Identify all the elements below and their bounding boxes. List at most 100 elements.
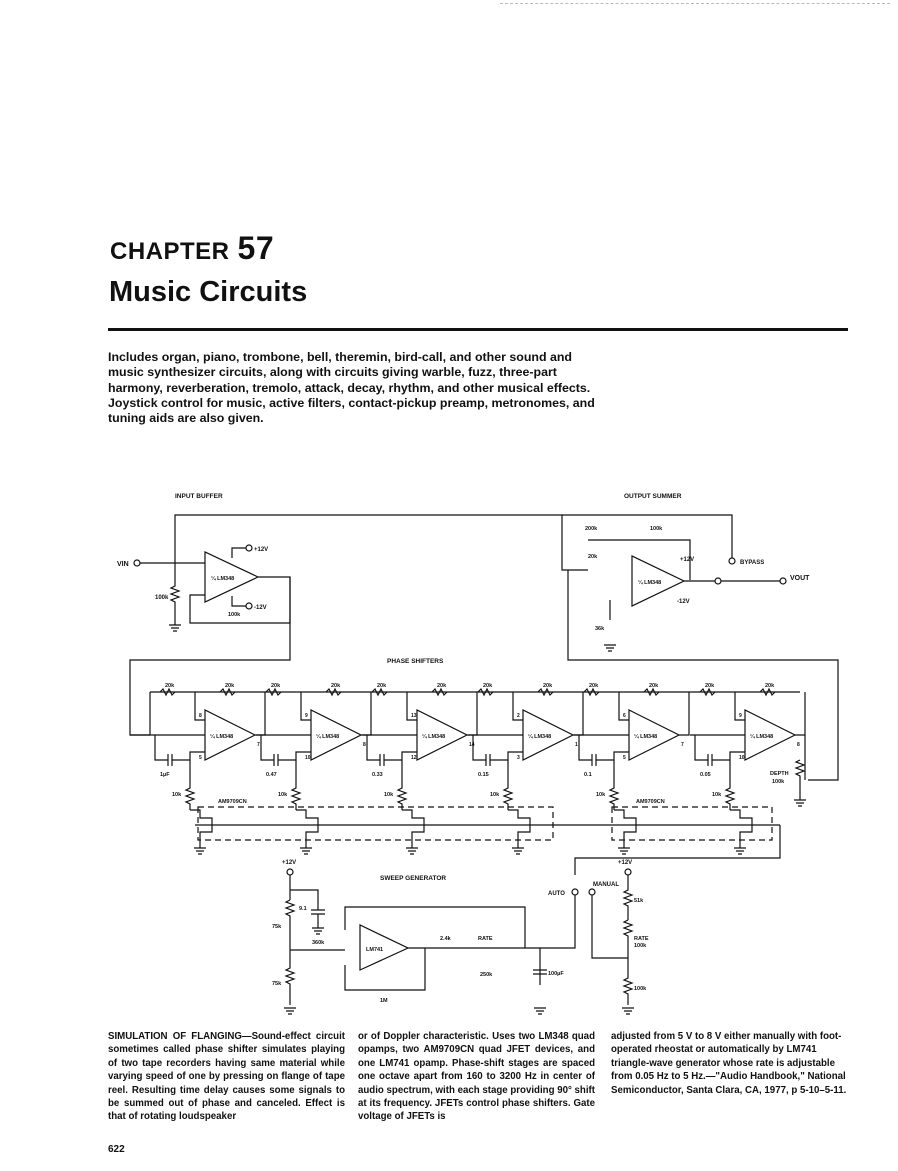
opamp-lm741 [359, 924, 410, 971]
capacitor [273, 754, 279, 766]
terminal-plus12-manual [624, 868, 632, 876]
ground [312, 927, 324, 935]
bypass-contact [728, 557, 736, 565]
label-capacitor: 0.47 [266, 772, 277, 778]
wire [344, 948, 426, 991]
wire [300, 692, 311, 721]
label-plus12-out: +12V [680, 557, 694, 563]
capacitor [707, 754, 713, 766]
label-20k: 20k [437, 683, 447, 689]
label-lm348-stage: ¼ LM348 [422, 733, 445, 740]
label-depth: DEPTH [770, 771, 789, 777]
wire [406, 692, 417, 721]
pin-label: 9 [739, 713, 742, 719]
label-20k: 20k [483, 683, 493, 689]
pin-label: 2 [517, 713, 520, 719]
jfet [402, 809, 425, 848]
capacitor-100uf [533, 969, 547, 975]
label-lm741: LM741 [366, 947, 383, 953]
wire [260, 735, 274, 761]
resistor-75k-top [284, 899, 296, 950]
label-capacitor: 0.1 [584, 772, 592, 778]
resistor-10k [608, 760, 620, 810]
wire [712, 751, 745, 761]
pin-label: 14 [469, 742, 475, 748]
resistor-10k [502, 760, 514, 810]
label-vout: VOUT [790, 575, 810, 582]
opamp-input-buffer [204, 551, 260, 603]
resistor-20k-input [583, 687, 600, 697]
ground [534, 1007, 546, 1015]
wire [694, 735, 708, 761]
resistor-100k-manual [622, 970, 634, 1005]
label-20k: 20k [225, 683, 235, 689]
pin-label: 6 [623, 713, 626, 719]
label-20k: 20k [271, 683, 281, 689]
wire [129, 577, 291, 736]
wire [344, 906, 526, 948]
resistor-20k-feedback [759, 687, 776, 697]
pin-label: 8 [363, 742, 366, 748]
resistor-20k-feedback [643, 687, 660, 697]
label-100k: 100k [155, 595, 169, 601]
label-20k: 20k [589, 683, 599, 689]
label-minus12-in: -12V [254, 605, 267, 611]
wire [540, 895, 576, 949]
label-sweep-generator: SWEEP GENERATOR [380, 875, 446, 882]
label-100k-fb: 100k [228, 612, 241, 618]
label-20k-out: 20k [588, 554, 598, 560]
pin-label: 12 [411, 755, 417, 761]
label-capacitor: 1µF [160, 772, 170, 778]
wire [562, 514, 733, 558]
wire [255, 692, 266, 736]
ground [794, 799, 806, 807]
label-1m: 1M [380, 998, 388, 1004]
ground [284, 1007, 296, 1015]
wire [467, 692, 478, 736]
label-20k: 20k [377, 683, 387, 689]
chapter-title: Music Circuits [109, 276, 308, 308]
label-20k: 20k [705, 683, 715, 689]
pin-label: 13 [411, 713, 417, 719]
label-9-1: 9.1 [299, 906, 307, 912]
pin-label: 9 [305, 713, 308, 719]
resistor-20k-feedback [325, 687, 342, 697]
label-phase-shifters: PHASE SHIFTERS [387, 658, 444, 665]
label-20k: 20k [649, 683, 659, 689]
caption-column-2: or of Doppler characteristic. Uses two L… [358, 1031, 595, 1123]
pin-label: 5 [199, 755, 202, 761]
wire [361, 692, 372, 736]
wire [174, 514, 588, 571]
terminal-minus12 [245, 602, 253, 610]
ground [604, 644, 616, 652]
label-200k: 200k [585, 526, 598, 532]
wire [588, 539, 691, 580]
label-plus12-sweep: +12V [282, 860, 296, 866]
wire [591, 895, 628, 959]
label-51k: 51k [634, 898, 644, 904]
resistor-20k-feedback [219, 687, 236, 697]
label-bypass: BYPASS [740, 560, 764, 566]
label-lm348-stage: ¼ LM348 [634, 733, 657, 740]
label-20k: 20k [765, 683, 775, 689]
pin-label: 8 [199, 713, 202, 719]
wire [366, 735, 380, 761]
pin-label: 3 [517, 755, 520, 761]
ground [169, 624, 181, 632]
resistor-51k [622, 875, 634, 920]
wire [472, 735, 486, 761]
resistor-20k-input [159, 687, 176, 697]
label-lm348-stage: ¼ LM348 [750, 733, 773, 740]
label-10k: 10k [712, 792, 722, 798]
label-plus12-manual: +12V [618, 860, 632, 866]
vout-terminal [779, 577, 787, 585]
potentiometer-depth [794, 759, 806, 800]
resistor-10k [724, 760, 736, 810]
resistor-10k [290, 760, 302, 810]
ground [622, 1007, 634, 1015]
label-lm348-stage: ¼ LM348 [316, 733, 339, 740]
opamp-output-summer [631, 555, 686, 607]
label-am9709-left: AM9709CN [218, 799, 247, 805]
label-100k-out: 100k [650, 526, 663, 532]
resistor-10k [184, 760, 196, 810]
